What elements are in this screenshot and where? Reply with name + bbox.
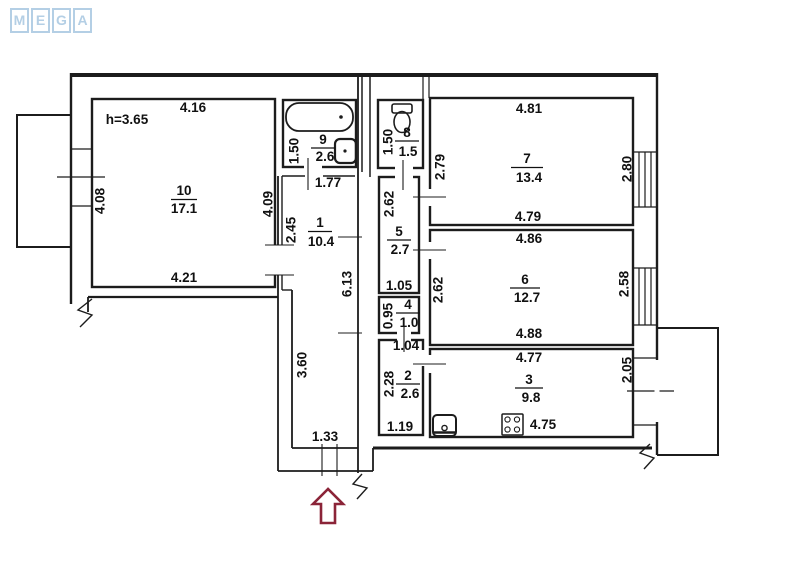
dim-room4-left: 0.95: [381, 302, 396, 329]
dim-room10-left: 4.08: [93, 187, 108, 214]
dim-room10-top: 4.16: [180, 100, 207, 115]
dim-room3-right: 2.05: [620, 356, 635, 383]
wall-break-right: [638, 443, 656, 470]
entrance-arrow-icon: [309, 487, 347, 525]
door-openings: [271, 163, 660, 422]
room-10-area: 17.1: [171, 201, 198, 216]
room-2-number: 2: [404, 368, 412, 383]
dim-room2-left: 2.28: [382, 370, 397, 397]
room-7-walls: [428, 96, 635, 227]
room-4-area: 1.0: [400, 315, 419, 330]
kitchen-sink-icon: [432, 414, 457, 437]
wall-break-bottom: [351, 473, 369, 500]
dim-room7-bottom: 4.79: [515, 209, 541, 224]
dim-room1-left: 2.45: [284, 216, 299, 243]
dim-hall-lower: 3.60: [295, 352, 310, 378]
dim-room10-right: 4.09: [261, 191, 276, 217]
dim-room6-top: 4.86: [516, 231, 543, 246]
room-7-number: 7: [523, 151, 531, 166]
window-room-7: [633, 151, 657, 208]
dim-room7-top: 4.81: [516, 101, 543, 116]
dim-room3-top: 4.77: [516, 350, 542, 365]
dim-room7-right: 2.80: [620, 156, 635, 182]
dim-room2-top: 1.04: [393, 338, 420, 353]
balcony-right: [657, 327, 719, 456]
room-5-area: 2.7: [391, 242, 410, 257]
room-6-area: 12.7: [514, 290, 540, 305]
dim-room6-right: 2.58: [617, 270, 632, 297]
walls: [16, 73, 719, 500]
room-9-area: 2.6: [316, 149, 335, 164]
ceiling-height-label: h=3.65: [106, 112, 149, 127]
dim-room5-left: 2.62: [382, 191, 397, 217]
dim-room1-top: 1.77: [315, 175, 341, 190]
mega-logo: M E G A: [10, 8, 92, 33]
room-1-number: 1: [316, 215, 324, 230]
room-3-area: 9.8: [522, 390, 541, 405]
balcony-left: [16, 114, 71, 248]
wash-basin-icon: [333, 137, 358, 165]
dim-room5-bottom: 1.05: [386, 278, 413, 293]
dim-hall-length: 6.13: [340, 270, 355, 297]
dim-room7-left: 2.79: [433, 154, 448, 180]
dim-room10-bottom: 4.21: [171, 270, 198, 285]
room-4-number: 4: [404, 297, 412, 312]
room-2-area: 2.6: [401, 386, 420, 401]
dim-entry-width: 1.33: [312, 429, 339, 444]
door-ticks: [265, 158, 446, 476]
dim-room9-left: 1.50: [287, 138, 302, 164]
room-9-number: 9: [319, 132, 327, 147]
wall-break-left: [76, 298, 94, 328]
logo-letter: G: [52, 8, 71, 33]
stove-icon: [501, 413, 524, 436]
window-room-6: [633, 267, 657, 326]
room-6-walls: [428, 228, 635, 347]
toilet-icon: [391, 103, 413, 134]
dim-room6-bottom: 4.88: [516, 326, 543, 341]
bathtub-icon: [285, 102, 354, 132]
room-8-number: 8: [403, 125, 411, 140]
room-8-area: 1.5: [399, 144, 418, 159]
logo-letter: E: [31, 8, 50, 33]
room-5-number: 5: [395, 224, 403, 239]
fixtures: [285, 102, 524, 437]
room-3-number: 3: [525, 372, 533, 387]
room-10-walls: [90, 97, 277, 289]
dim-room8-left: 1.50: [381, 129, 396, 155]
room-1-area: 10.4: [308, 234, 335, 249]
dim-room2-bottom: 1.19: [387, 419, 413, 434]
room-10-number: 10: [176, 183, 191, 198]
dim-room3-bottom: 4.75: [530, 417, 557, 432]
room-6-number: 6: [521, 272, 529, 287]
logo-letter: A: [73, 8, 92, 33]
room-3-walls: [428, 347, 635, 439]
dim-room6-left: 2.62: [431, 277, 446, 303]
room-7-area: 13.4: [516, 170, 543, 185]
logo-letter: M: [10, 8, 29, 33]
labels: h=3.65 4.16 4.08 4.09 4.21 10 17.1 1.77 …: [93, 100, 635, 444]
